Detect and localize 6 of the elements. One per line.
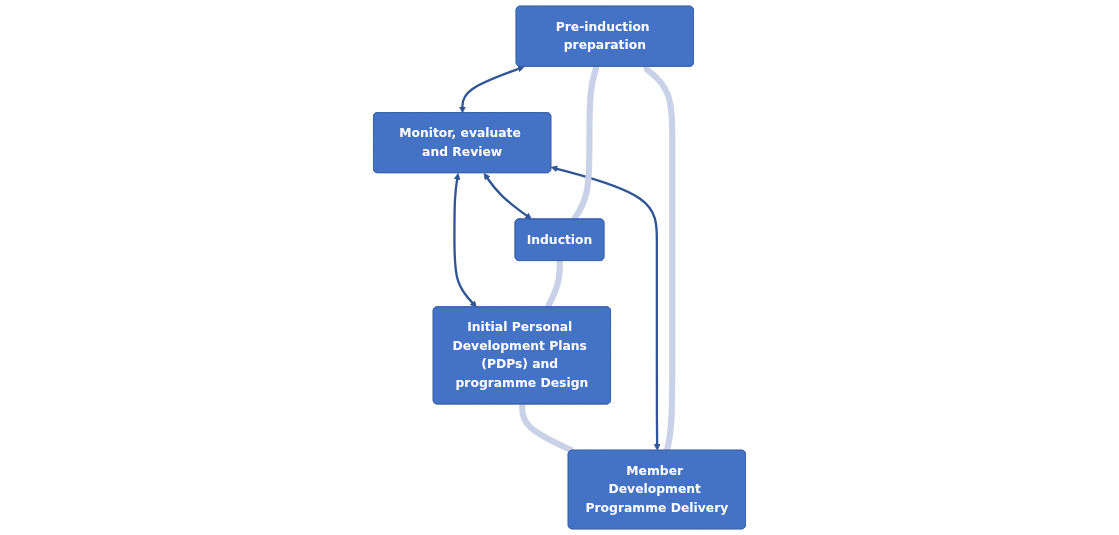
connector — [519, 404, 574, 454]
arrow — [459, 65, 525, 114]
arrow — [643, 66, 676, 452]
arrow — [483, 173, 532, 220]
arrow — [550, 165, 661, 451]
arrow — [453, 173, 477, 308]
